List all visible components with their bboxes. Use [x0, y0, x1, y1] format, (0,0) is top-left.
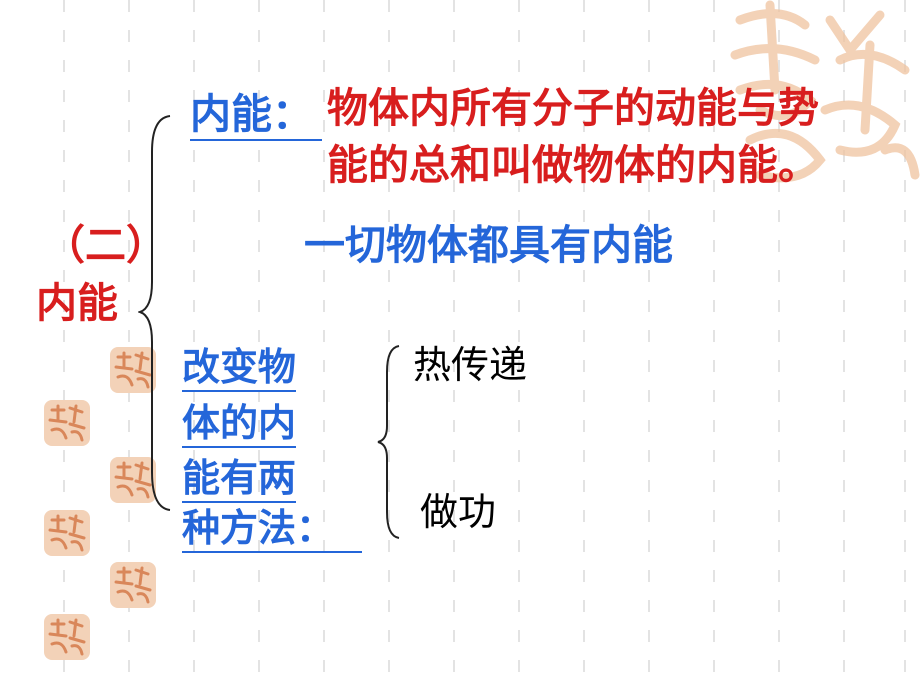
methods-heading-line-2: 体的内: [182, 404, 297, 448]
seal-stamp-icon: [44, 510, 90, 556]
method-doing-work: 做功: [420, 490, 497, 534]
methods-heading-line-1: 改变物: [182, 348, 297, 392]
auspicious-calligraphy-seal-icon: [730, 0, 920, 183]
statement-all-objects-have-internal-energy: 一切物体都具有内能: [304, 221, 673, 269]
seal-stamp-icon: [44, 400, 90, 446]
seal-stamp-icon: [110, 347, 156, 393]
curly-brace-main-icon: [138, 115, 171, 511]
definition-line-2: 能的总和叫做物体的内能。: [327, 141, 819, 189]
section-title-part2: 内能: [36, 279, 118, 327]
section-title-part1: （二）: [44, 221, 167, 269]
method-heat-transfer: 热传递: [413, 343, 528, 387]
curly-brace-methods-icon: [377, 345, 400, 539]
methods-heading-line-3: 能有两: [182, 459, 297, 503]
seal-stamp-icon: [110, 457, 156, 503]
definition-line-1: 物体内所有分子的动能与势: [327, 84, 819, 132]
term-internal-energy: 内能：: [190, 94, 322, 141]
seal-stamp-icon: [110, 562, 156, 608]
methods-heading-line-4: 种方法：: [182, 509, 362, 553]
seal-stamp-icon: [44, 614, 90, 660]
